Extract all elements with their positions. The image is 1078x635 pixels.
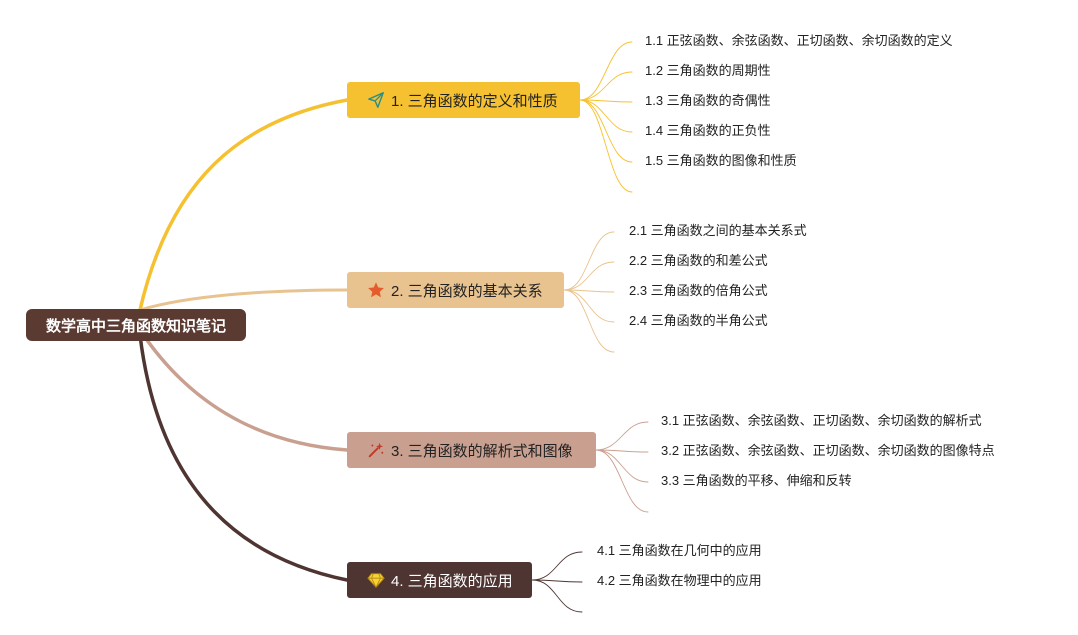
branch-2-relations[interactable]: 2. 三角函数的基本关系	[347, 272, 564, 308]
leaf-4-1[interactable]: 4.1 三角函数在几何中的应用	[597, 543, 762, 558]
leaf-connector-3-2	[595, 449, 649, 453]
branch-3-label: 3. 三角函数的解析式和图像	[391, 442, 573, 460]
root-topic[interactable]: 数学高中三角函数知识笔记	[26, 309, 246, 341]
branch-4-label: 4. 三角函数的应用	[391, 572, 513, 590]
leaf-connector-1-4	[579, 99, 633, 133]
leaf-1-3[interactable]: 1.3 三角函数的奇偶性	[645, 93, 771, 108]
branch-1-definitions[interactable]: 1. 三角函数的定义和性质	[347, 82, 580, 118]
root-connector-4	[138, 333, 349, 582]
branch-4-applications[interactable]: 4. 三角函数的应用	[347, 562, 532, 598]
leaf-connector-3-3	[595, 449, 649, 483]
leaf-connector-3-1	[595, 421, 649, 451]
leaf-connector-1-2	[579, 71, 633, 101]
leaf-2-2[interactable]: 2.2 三角函数的和差公式	[629, 253, 768, 268]
leaf-connector-1-5	[579, 99, 633, 163]
branch-3-analytic-graphs[interactable]: 3. 三角函数的解析式和图像	[347, 432, 596, 468]
leaf-3-1[interactable]: 3.1 正弦函数、余弦函数、正切函数、余切函数的解析式	[661, 413, 982, 428]
leaf-connector-1-6	[579, 99, 633, 193]
leaf-connector-2-4	[563, 289, 615, 323]
leaf-2-1[interactable]: 2.1 三角函数之间的基本关系式	[629, 223, 807, 238]
leaf-3-3[interactable]: 3.3 三角函数的平移、伸缩和反转	[661, 473, 852, 488]
leaf-4-2[interactable]: 4.2 三角函数在物理中的应用	[597, 573, 762, 588]
leaf-connector-1-1	[579, 41, 633, 101]
leaf-connector-4-3	[531, 579, 583, 613]
leaf-2-3[interactable]: 2.3 三角函数的倍角公式	[629, 283, 768, 298]
root-connector-1	[138, 98, 349, 312]
leaf-connector-1-3	[579, 99, 633, 103]
leaf-1-2[interactable]: 1.2 三角函数的周期性	[645, 63, 771, 78]
leaf-connector-3-4	[595, 449, 649, 513]
magic-wand-icon	[367, 441, 385, 459]
leaf-2-4[interactable]: 2.4 三角函数的半角公式	[629, 313, 768, 328]
leaf-connector-2-2	[563, 261, 615, 291]
leaf-connector-2-1	[563, 231, 615, 291]
branch-1-label: 1. 三角函数的定义和性质	[391, 92, 558, 110]
leaf-1-5[interactable]: 1.5 三角函数的图像和性质	[645, 153, 797, 168]
root-connector-3	[138, 328, 349, 452]
diamond-icon	[367, 571, 385, 589]
leaf-connector-2-3	[563, 289, 615, 293]
star-icon	[367, 281, 385, 299]
root-topic-label: 数学高中三角函数知识笔记	[45, 317, 226, 335]
leaf-3-2[interactable]: 3.2 正弦函数、余弦函数、正切函数、余切函数的图像特点	[661, 443, 995, 458]
root-connector-2	[138, 288, 349, 312]
paper-plane-icon	[367, 91, 385, 109]
leaf-connector-2-5	[563, 289, 615, 353]
leaf-connector-4-1	[531, 551, 583, 581]
leaf-1-1[interactable]: 1.1 正弦函数、余弦函数、正切函数、余切函数的定义	[645, 33, 953, 48]
leaf-1-4[interactable]: 1.4 三角函数的正负性	[645, 123, 771, 138]
branch-2-label: 2. 三角函数的基本关系	[391, 282, 543, 300]
leaf-connector-4-2	[531, 579, 583, 583]
